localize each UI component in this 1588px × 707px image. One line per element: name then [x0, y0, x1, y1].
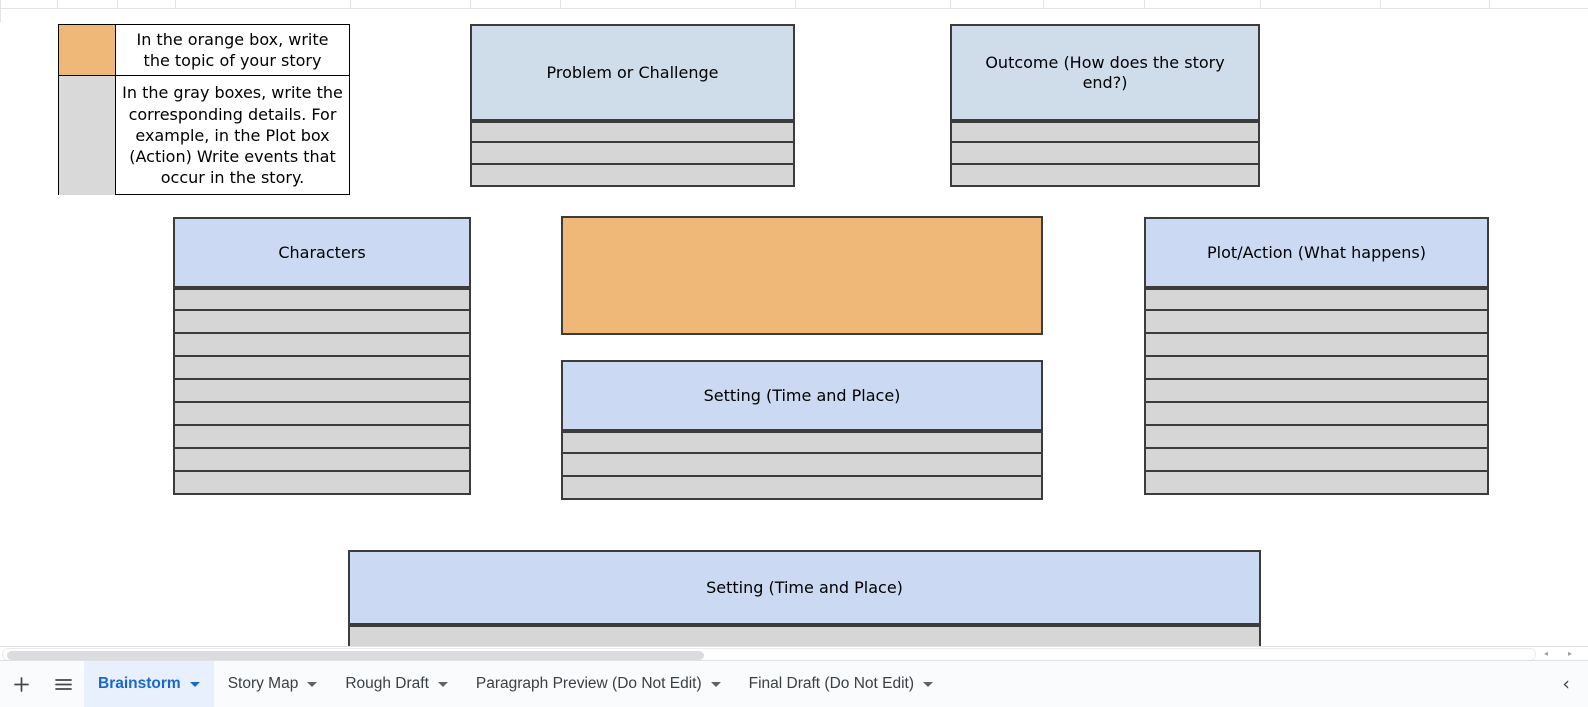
plot-detail-row[interactable]: [1144, 334, 1489, 357]
problem-detail-row[interactable]: [470, 121, 795, 143]
gridline: [1489, 0, 1490, 9]
outcome-detail-row[interactable]: [950, 121, 1260, 143]
plot-detail-row[interactable]: [1144, 472, 1489, 495]
characters-detail-row[interactable]: [173, 357, 471, 380]
chevron-down-icon[interactable]: [437, 681, 448, 687]
sheet-tab-label: Brainstorm: [98, 675, 181, 692]
gridline: [470, 0, 471, 9]
plot-action-box-title: Plot/Action (What happens): [1144, 217, 1489, 288]
gridline: [1144, 0, 1145, 9]
topic-orange-box[interactable]: [561, 216, 1043, 335]
instructions-legend[interactable]: In the orange box, write the topic of yo…: [58, 24, 350, 195]
problem-box[interactable]: Problem or Challenge: [470, 24, 795, 187]
sheet-tab-label: Rough Draft: [345, 675, 429, 692]
sheet-tab-paragraph-preview[interactable]: Paragraph Preview (Do Not Edit): [462, 661, 735, 707]
gridline: [950, 0, 951, 9]
gridline: [1380, 0, 1381, 9]
hamburger-icon: [54, 677, 73, 692]
characters-detail-row[interactable]: [173, 334, 471, 357]
outcome-detail-row[interactable]: [950, 165, 1260, 187]
plot-detail-row[interactable]: [1144, 311, 1489, 334]
chevron-down-icon[interactable]: [923, 681, 934, 687]
characters-box-title: Characters: [173, 217, 471, 288]
characters-detail-row[interactable]: [173, 403, 471, 426]
problem-detail-row[interactable]: [470, 143, 795, 165]
grid-top-line: [0, 8, 1588, 9]
plot-detail-row[interactable]: [1144, 449, 1489, 472]
gridline: [560, 0, 561, 9]
collapse-panel-chevron-icon[interactable]: ‹: [1562, 673, 1570, 695]
scrollbar-thumb[interactable]: [7, 651, 704, 660]
gray-instruction-text: In the gray boxes, write the correspondi…: [122, 83, 343, 188]
sheet-tab-label: Story Map: [227, 675, 299, 692]
legend-row-gray: In the gray boxes, write the correspondi…: [59, 76, 349, 195]
characters-detail-row[interactable]: [173, 288, 471, 311]
gridline: [795, 0, 796, 9]
sheet-tab-final-draft[interactable]: Final Draft (Do Not Edit): [735, 661, 947, 707]
characters-box[interactable]: Characters: [173, 217, 471, 495]
problem-box-title: Problem or Challenge: [470, 24, 795, 121]
plot-detail-row[interactable]: [1144, 403, 1489, 426]
add-sheet-button[interactable]: [0, 661, 42, 707]
sheet-tab-label: Paragraph Preview (Do Not Edit): [475, 675, 702, 692]
sheet-tab-label: Final Draft (Do Not Edit): [748, 675, 915, 692]
characters-detail-row[interactable]: [173, 311, 471, 334]
chevron-down-icon[interactable]: [710, 681, 721, 687]
characters-detail-row[interactable]: [173, 472, 471, 495]
gridline: [350, 0, 351, 9]
plot-detail-row[interactable]: [1144, 426, 1489, 449]
plot-action-box[interactable]: Plot/Action (What happens): [1144, 217, 1489, 495]
legend-row-orange: In the orange box, write the topic of yo…: [59, 25, 349, 76]
chevron-down-icon[interactable]: [189, 681, 200, 687]
outcome-detail-row[interactable]: [950, 143, 1260, 165]
setting-bottom-detail-row[interactable]: [348, 625, 1261, 646]
chevron-down-icon[interactable]: [307, 681, 318, 687]
sheet-tab-brainstorm[interactable]: Brainstorm: [84, 661, 214, 707]
plot-detail-row[interactable]: [1144, 288, 1489, 311]
gridline: [1043, 0, 1044, 9]
setting-box-bottom[interactable]: Setting (Time and Place): [348, 550, 1261, 646]
gridline: [175, 0, 176, 9]
all-sheets-button[interactable]: [42, 661, 84, 707]
plus-icon: [12, 675, 31, 694]
setting-box[interactable]: Setting (Time and Place): [561, 360, 1043, 500]
scroll-left-arrow-icon[interactable]: ◂: [1543, 649, 1548, 658]
spreadsheet-canvas[interactable]: In the orange box, write the topic of yo…: [0, 0, 1588, 646]
characters-detail-row[interactable]: [173, 380, 471, 403]
setting-detail-row[interactable]: [561, 477, 1043, 500]
sheet-tab-rough-draft[interactable]: Rough Draft: [331, 661, 462, 707]
gridline: [117, 0, 118, 9]
setting-detail-row[interactable]: [561, 431, 1043, 454]
grid-left-line: [0, 0, 1, 22]
orange-instruction-text: In the orange box, write the topic of yo…: [136, 29, 329, 70]
setting-detail-row[interactable]: [561, 454, 1043, 477]
plot-detail-row[interactable]: [1144, 380, 1489, 403]
sheet-tab-story-map[interactable]: Story Map: [214, 661, 332, 707]
setting-box-bottom-title: Setting (Time and Place): [348, 550, 1261, 625]
scroll-right-arrow-icon[interactable]: ▸: [1567, 649, 1572, 658]
setting-box-title: Setting (Time and Place): [561, 360, 1043, 431]
characters-detail-row[interactable]: [173, 426, 471, 449]
gridline: [1260, 0, 1261, 9]
plot-detail-row[interactable]: [1144, 357, 1489, 380]
gridline: [57, 0, 58, 9]
characters-detail-row[interactable]: [173, 449, 471, 472]
orange-color-swatch: [59, 25, 116, 75]
sheet-tab-bar[interactable]: Brainstorm Story Map Rough Draft Paragra…: [0, 660, 1588, 707]
problem-detail-row[interactable]: [470, 165, 795, 187]
horizontal-scrollbar[interactable]: ◂ ▸: [0, 646, 1588, 661]
outcome-box[interactable]: Outcome (How does the story end?): [950, 24, 1260, 187]
outcome-box-title: Outcome (How does the story end?): [950, 24, 1260, 121]
gray-color-swatch: [59, 76, 116, 195]
